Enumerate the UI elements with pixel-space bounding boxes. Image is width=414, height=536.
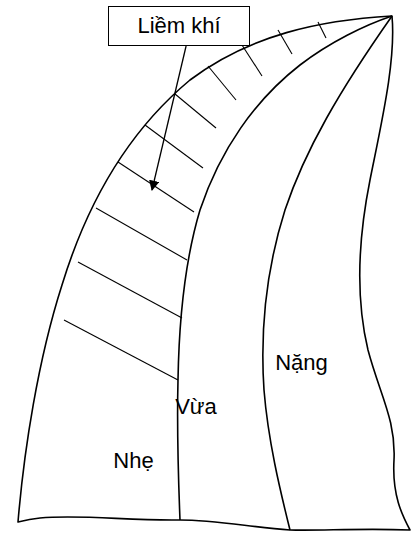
band-label: Nhẹ [113, 448, 153, 474]
air-crescent-hatching [64, 22, 326, 380]
outer-outline [18, 16, 410, 530]
callout-label: Liềm khí [137, 13, 220, 39]
band-boundary-moderate [263, 16, 392, 530]
band-boundary-light [178, 16, 392, 520]
callout-arrow [152, 46, 186, 190]
band-label-severe: Nặng [272, 348, 331, 379]
band-label: Vừa [175, 394, 217, 420]
band-label-moderate: Vừa [172, 392, 220, 423]
band-label: Nặng [275, 350, 328, 376]
callout-box: Liềm khí [108, 6, 250, 46]
band-label-light: Nhẹ [110, 446, 157, 477]
